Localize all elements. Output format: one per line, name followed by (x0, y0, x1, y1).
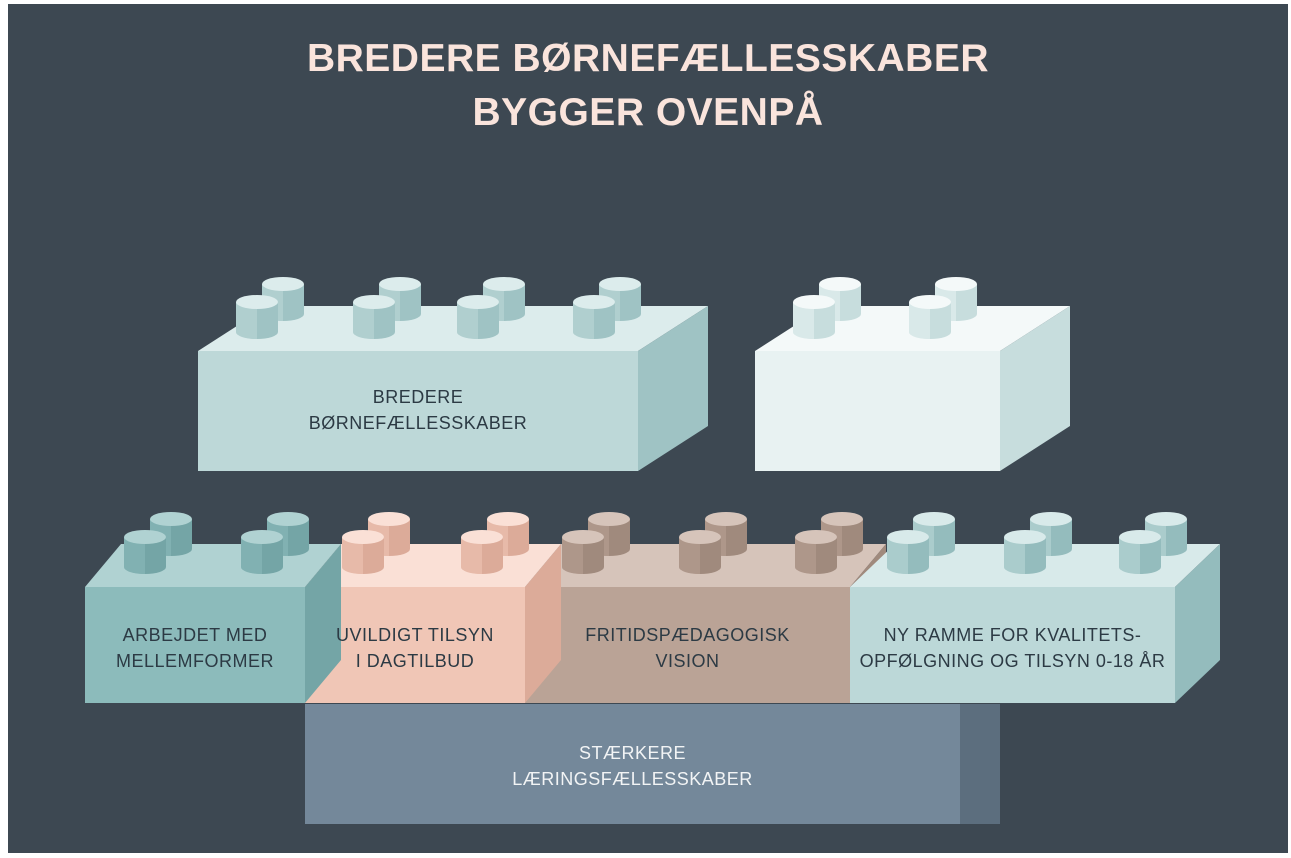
brick-kvalitet-stud-1 (887, 530, 929, 574)
brick-top_left-stud-2 (353, 295, 395, 339)
brick-tilsyn-stud-2 (461, 530, 503, 574)
label-bredere-boernefaellesskaber: BREDERE BØRNEFÆLLESSKABER (308, 387, 528, 433)
brick-top_right-side (1000, 306, 1070, 471)
brick-fritid-stud-3 (795, 530, 837, 574)
brick-mellemformer-stud-2 (241, 530, 283, 574)
label-staerkere-laeringsfaellesskaber: STÆRKERE LÆRINGSFÆLLESSKABER (512, 743, 753, 789)
brick-fritid-stud-1 (562, 530, 604, 574)
label-mellemformer: ARBEJDET MED MELLEMFORMER (115, 625, 274, 671)
label-uvildigt-tilsyn: UVILDIGT TILSYN I DAGTILBUD (336, 625, 494, 671)
brick-mellemformer-stud-1 (124, 530, 166, 574)
brick-stack (85, 277, 1220, 824)
brick-top_right-stud-1 (793, 295, 835, 339)
label-fritidspaedagogisk-vision: FRITIDSPÆDAGOGISK VISION (585, 625, 790, 671)
brick-kvalitet-side (1175, 544, 1220, 703)
brick-mellemformer-front (85, 587, 305, 703)
brick-kvalitet-front (850, 587, 1175, 703)
brick-top_right-stud-2 (909, 295, 951, 339)
title-line-2: BYGGER OVENPÅ (472, 91, 824, 134)
brick-top_left-stud-1 (236, 295, 278, 339)
brick-kvalitet-stud-3 (1119, 530, 1161, 574)
brick-top_left-stud-4 (573, 295, 615, 339)
brick-tilsyn-side (525, 544, 561, 703)
brick-top_left-front (198, 351, 638, 471)
brick-top_left-stud-3 (457, 295, 499, 339)
brick-tilsyn-stud-1 (342, 530, 384, 574)
brick-tilsyn-front (305, 587, 525, 703)
brick-top_right-front (755, 351, 1000, 471)
brick-mellemformer-side (305, 544, 341, 703)
title-line-1: BREDERE BØRNEFÆLLESSKABER (306, 37, 990, 80)
diagram-canvas: BREDERE BØRNEFÆLLESSKABER BYGGER OVENPÅ … (8, 4, 1288, 853)
label-ny-ramme-kvalitet: NY RAMME FOR KVALITETS- OPFØLGNING OG TI… (859, 625, 1166, 671)
brick-fritid-stud-2 (679, 530, 721, 574)
brick-laering-side-shade (960, 704, 1000, 824)
brick-laering-front (305, 704, 960, 824)
brick-top_left-side (638, 306, 708, 471)
brick-fritid-front (525, 587, 850, 703)
brick-kvalitet-stud-2 (1004, 530, 1046, 574)
page-title: BREDERE BØRNEFÆLLESSKABER BYGGER OVENPÅ (8, 32, 1288, 140)
